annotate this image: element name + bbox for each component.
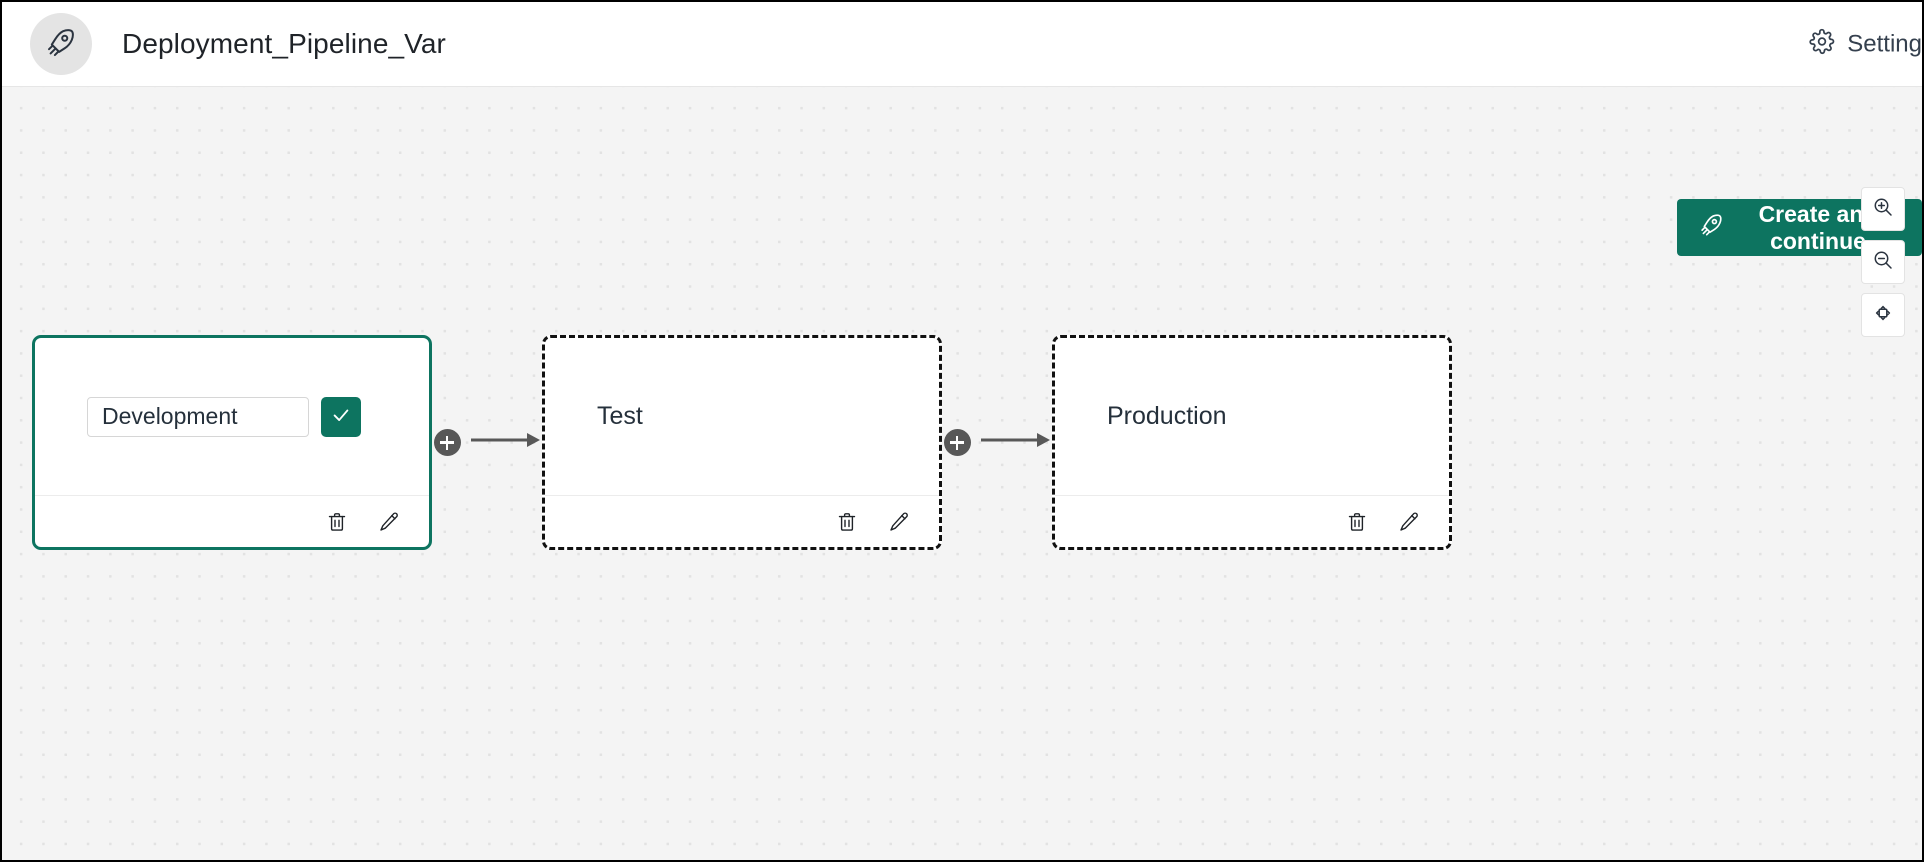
edit-stage-button[interactable] [375,508,403,536]
stage-name-label: Production [1107,402,1227,430]
pipeline-canvas[interactable]: Create and continue [2,87,1922,860]
magnifier-minus-icon [1871,248,1895,277]
edit-stage-button[interactable] [885,508,913,536]
edit-stage-button[interactable] [1395,508,1423,536]
delete-stage-button[interactable] [323,508,351,536]
canvas-zoom-controls [1861,187,1905,337]
delete-stage-button[interactable] [833,508,861,536]
stage-body: Production [1055,338,1449,495]
stage-card-development[interactable] [32,335,432,550]
fit-view-icon [1871,301,1895,330]
plus-circle-icon[interactable] [433,429,461,456]
fit-to-view-button[interactable] [1861,293,1905,337]
pipeline-stage-row: Test [32,335,1452,550]
arrow-right-icon [980,430,1051,455]
stage-name-input[interactable] [87,396,309,437]
zoom-out-button[interactable] [1861,240,1905,284]
trash-icon [835,510,859,534]
delete-stage-button[interactable] [1343,508,1371,536]
gear-icon [1809,28,1835,60]
rocket-icon [45,26,77,63]
pencil-icon [887,510,911,534]
stage-name-label: Test [597,402,643,430]
pencil-icon [1397,510,1421,534]
trash-icon [1345,510,1369,534]
stage-connector-1 [432,335,542,550]
app-logo-badge [30,13,92,75]
stage-footer [545,495,939,547]
plus-circle-icon[interactable] [943,429,971,456]
stage-body: Test [545,338,939,495]
zoom-in-button[interactable] [1861,187,1905,231]
create-and-continue-label: Create and continue [1758,200,1878,254]
stage-card-production[interactable]: Production [1052,335,1452,550]
stage-connector-2 [942,335,1052,550]
rocket-icon [1699,212,1724,243]
magnifier-plus-icon [1871,195,1895,224]
pencil-icon [377,510,401,534]
stage-footer [1055,495,1449,547]
app-header: Deployment_Pipeline_Var Settings [2,2,1922,87]
trash-icon [325,510,349,534]
check-icon [330,404,352,429]
page-title: Deployment_Pipeline_Var [122,28,446,59]
confirm-stage-name-button[interactable] [321,396,361,437]
stage-name-editor [87,396,361,437]
settings-button[interactable]: Settings [1809,28,1922,60]
stage-card-test[interactable]: Test [542,335,942,550]
stage-footer [35,495,429,547]
arrow-right-icon [470,430,541,455]
settings-label: Settings [1847,30,1922,57]
stage-body [35,338,429,495]
